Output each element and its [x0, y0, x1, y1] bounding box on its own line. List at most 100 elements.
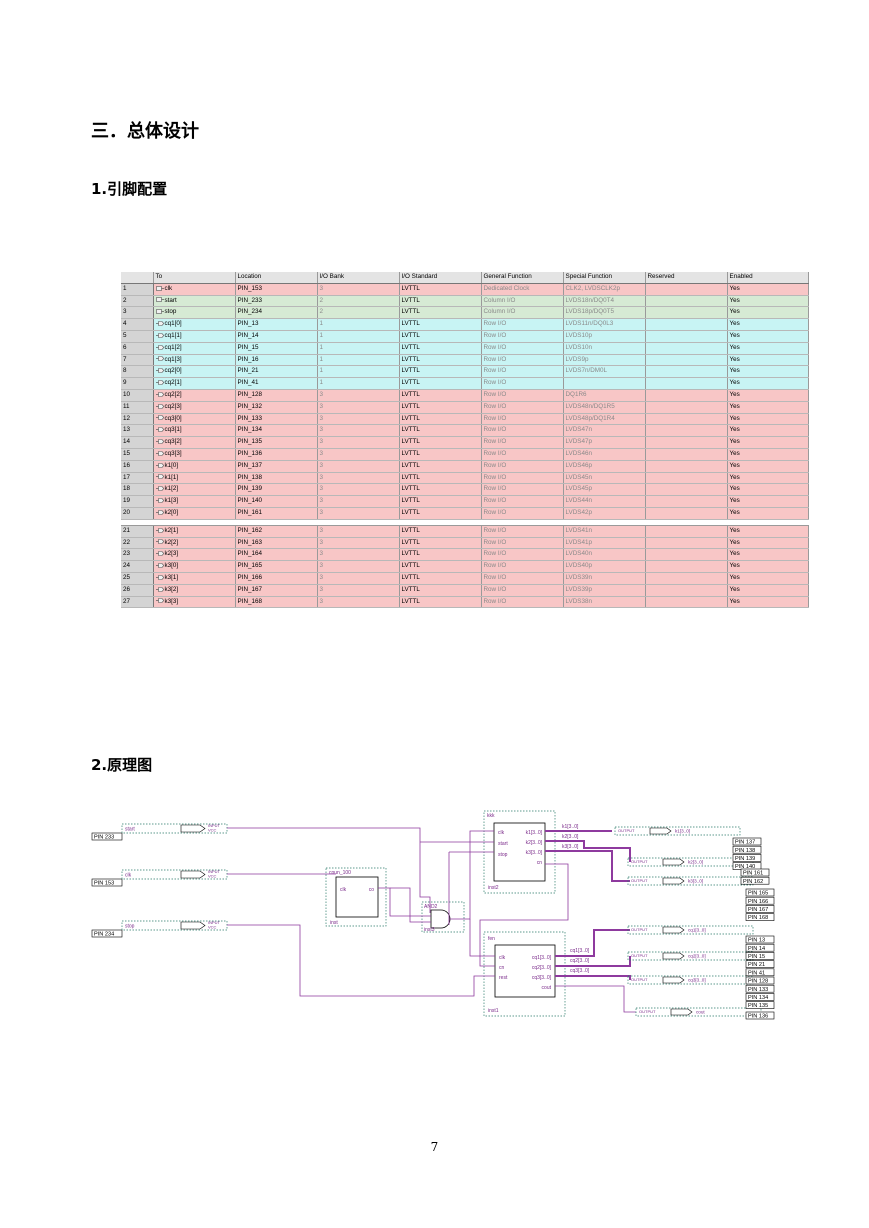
io-standard-cell[interactable]: LVTTL — [399, 413, 482, 426]
special-function-cell[interactable]: LVDS11n/DQ0L3 — [563, 318, 646, 331]
location-cell[interactable]: PIN_166 — [235, 572, 318, 585]
enabled-cell[interactable]: Yes — [727, 507, 809, 520]
location-cell[interactable]: PIN_136 — [235, 448, 318, 461]
row-number-cell[interactable]: 19 — [121, 495, 154, 508]
general-function-cell[interactable]: Row I/O — [481, 572, 564, 585]
location-cell[interactable]: PIN_134 — [235, 424, 318, 438]
general-function-cell[interactable]: Row I/O — [481, 584, 564, 597]
node-name-cell[interactable]: k2[3] — [153, 548, 236, 562]
reserved-cell[interactable] — [645, 537, 728, 550]
reserved-cell[interactable] — [645, 401, 728, 414]
general-function-cell[interactable]: Row I/O — [481, 436, 564, 449]
row-number-cell[interactable]: 6 — [121, 342, 154, 355]
enabled-cell[interactable]: Yes — [727, 525, 809, 538]
node-name-cell[interactable]: cq3[0] — [153, 413, 236, 426]
row-number-cell[interactable]: 27 — [121, 596, 154, 609]
io-bank-cell[interactable]: 3 — [317, 596, 400, 609]
io-bank-cell[interactable]: 3 — [317, 389, 400, 402]
io-standard-cell[interactable]: LVTTL — [399, 525, 482, 538]
node-name-cell[interactable]: k1[2] — [153, 483, 236, 497]
enabled-cell[interactable]: Yes — [727, 584, 809, 597]
row-number-cell[interactable]: 1 — [121, 283, 154, 296]
special-function-cell[interactable]: LVDS46n — [563, 448, 646, 461]
io-bank-cell[interactable]: 3 — [317, 448, 400, 461]
general-function-cell[interactable]: Row I/O — [481, 507, 564, 520]
location-cell[interactable]: PIN_161 — [235, 507, 318, 520]
io-standard-cell[interactable]: LVTTL — [399, 537, 482, 550]
special-function-cell[interactable]: LVDS42p — [563, 507, 646, 520]
enabled-cell[interactable]: Yes — [727, 354, 809, 367]
node-name-cell[interactable]: cq3[3] — [153, 448, 236, 461]
special-function-cell[interactable]: LVDS18p/DQ0T5 — [563, 306, 646, 320]
io-standard-cell[interactable]: LVTTL — [399, 460, 482, 473]
io-bank-cell[interactable]: 3 — [317, 436, 400, 449]
row-number-cell[interactable]: 5 — [121, 330, 154, 343]
enabled-cell[interactable]: Yes — [727, 318, 809, 331]
general-function-cell[interactable]: Row I/O — [481, 365, 564, 379]
special-function-cell[interactable]: LVDS40p — [563, 560, 646, 573]
reserved-cell[interactable] — [645, 560, 728, 573]
general-function-cell[interactable]: Row I/O — [481, 548, 564, 562]
location-cell[interactable]: PIN_234 — [235, 306, 318, 320]
special-function-cell[interactable]: LVDS10n — [563, 342, 646, 355]
row-number-cell[interactable]: 24 — [121, 560, 154, 573]
io-standard-cell[interactable]: LVTTL — [399, 283, 482, 296]
special-function-cell[interactable]: LVDS40n — [563, 548, 646, 562]
reserved-cell[interactable] — [645, 507, 728, 520]
io-bank-cell[interactable]: 1 — [317, 330, 400, 343]
location-cell[interactable]: PIN_137 — [235, 460, 318, 473]
io-standard-cell[interactable]: LVTTL — [399, 572, 482, 585]
node-name-cell[interactable]: cq1[1] — [153, 330, 236, 343]
reserved-cell[interactable] — [645, 354, 728, 367]
node-name-cell[interactable]: k1[0] — [153, 460, 236, 473]
node-name-cell[interactable]: cq2[3] — [153, 401, 236, 414]
row-number-cell[interactable]: 7 — [121, 354, 154, 367]
io-standard-cell[interactable]: LVTTL — [399, 495, 482, 508]
location-cell[interactable]: PIN_15 — [235, 342, 318, 355]
row-number-cell[interactable]: 9 — [121, 377, 154, 390]
special-function-cell[interactable]: LVDS7n/DM0L — [563, 365, 646, 379]
special-function-cell[interactable]: LVDS45n — [563, 472, 646, 485]
node-name-cell[interactable]: k1[1] — [153, 472, 236, 485]
reserved-cell[interactable] — [645, 365, 728, 379]
general-function-cell[interactable]: Row I/O — [481, 401, 564, 414]
io-bank-cell[interactable]: 3 — [317, 507, 400, 520]
reserved-cell[interactable] — [645, 472, 728, 485]
row-number-cell[interactable]: 10 — [121, 389, 154, 402]
reserved-cell[interactable] — [645, 495, 728, 508]
location-cell[interactable]: PIN_139 — [235, 483, 318, 497]
special-function-cell[interactable]: LVDS44n — [563, 495, 646, 508]
io-standard-cell[interactable]: LVTTL — [399, 389, 482, 402]
location-cell[interactable]: PIN_14 — [235, 330, 318, 343]
io-bank-cell[interactable]: 2 — [317, 306, 400, 320]
reserved-cell[interactable] — [645, 448, 728, 461]
special-function-cell[interactable]: LVDS45p — [563, 483, 646, 497]
row-number-cell[interactable]: 23 — [121, 548, 154, 562]
row-number-cell[interactable]: 25 — [121, 572, 154, 585]
io-bank-cell[interactable]: 3 — [317, 413, 400, 426]
general-function-cell[interactable]: Row I/O — [481, 483, 564, 497]
location-cell[interactable]: PIN_153 — [235, 283, 318, 296]
io-bank-cell[interactable]: 3 — [317, 584, 400, 597]
general-function-cell[interactable]: Row I/O — [481, 560, 564, 573]
location-cell[interactable]: PIN_168 — [235, 596, 318, 609]
node-name-cell[interactable]: cq2[0] — [153, 365, 236, 379]
node-name-cell[interactable]: cq2[2] — [153, 389, 236, 402]
location-cell[interactable]: PIN_167 — [235, 584, 318, 597]
node-name-cell[interactable]: k2[1] — [153, 525, 236, 538]
enabled-cell[interactable]: Yes — [727, 596, 809, 609]
